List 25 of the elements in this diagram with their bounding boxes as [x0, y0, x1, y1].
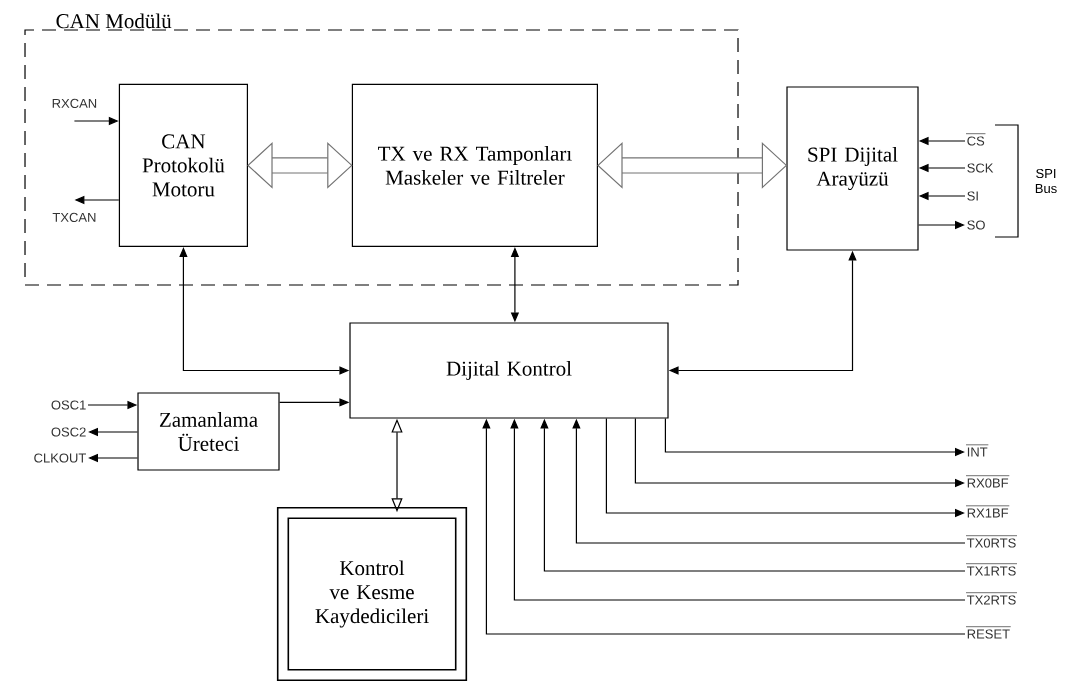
- block-box: SPI Dijital Arayüzü: [786, 86, 919, 251]
- signal-label: RX0BF: [965, 475, 1010, 488]
- signal-label: TXCAN: [52, 212, 96, 222]
- signal-label: OSC1: [51, 400, 86, 410]
- signal-label: OSC2: [51, 427, 86, 437]
- signal-label: CLKOUT: [34, 453, 86, 463]
- signal-label: SO: [967, 220, 985, 230]
- signal-label: SI: [967, 191, 978, 201]
- signal-label: TX0RTS: [965, 535, 1018, 548]
- signal-label: TX2RTS: [965, 592, 1018, 605]
- frame-heading: CAN Modülü: [56, 13, 172, 29]
- signal-label: INT: [965, 444, 989, 457]
- block-box: TX ve RX Tamponları Maskeler ve Filtreler: [351, 83, 598, 247]
- block-box: Dijital Kontrol: [349, 322, 669, 419]
- signal-label: RXCAN: [52, 98, 97, 108]
- block-box: Zamanlama Üreteci: [137, 392, 280, 471]
- signal-label: CS: [965, 133, 986, 146]
- signal-label: SCK: [967, 163, 994, 173]
- block-box: CAN Protokolü Motoru: [118, 83, 248, 247]
- signal-label: RX1BF: [965, 505, 1010, 518]
- bus-arrow: [247, 142, 353, 189]
- bus-label: SPI Bus: [1035, 168, 1057, 194]
- signal-label: TX1RTS: [965, 563, 1018, 576]
- register-box: Kontrol ve Kesme Kaydedicileri: [276, 506, 468, 682]
- signal-label: RESET: [965, 626, 1012, 639]
